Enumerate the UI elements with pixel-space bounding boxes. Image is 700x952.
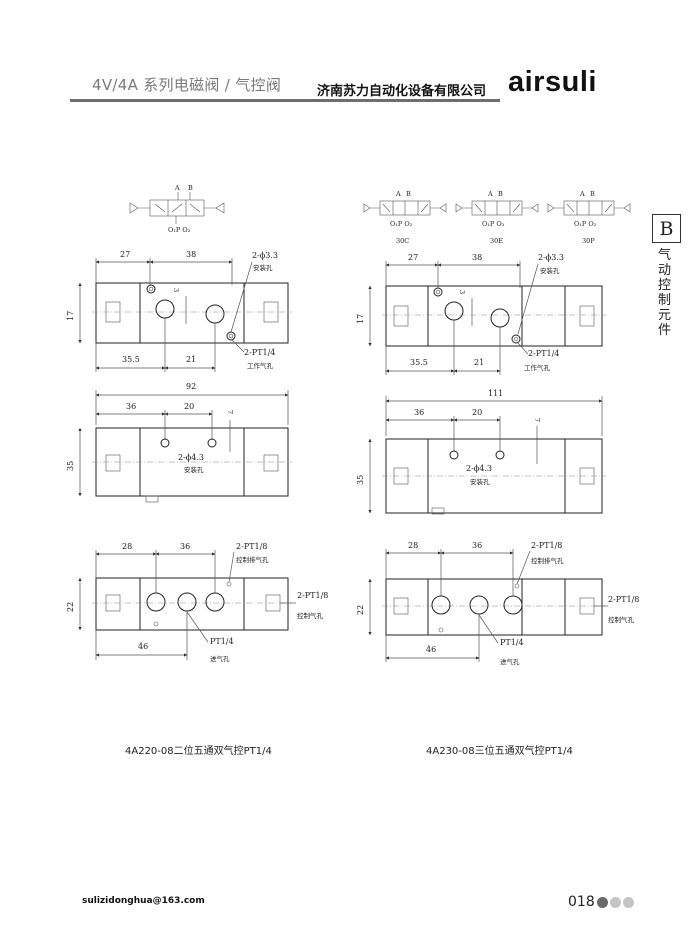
section-category: 气动控制元件	[658, 248, 672, 338]
left-work-spec: 2-PT1/4	[244, 348, 275, 357]
right-30e-exhaust: O₁P O₂	[482, 220, 505, 228]
left-symbol-exhaust: O₁P O₂	[168, 226, 191, 234]
right-top-dim-38: 38	[472, 253, 482, 262]
page-dot	[623, 897, 634, 908]
left-bottom-dim-28: 28	[122, 542, 132, 551]
right-valve-symbol-30e: A B O₁P O₂ 30E	[455, 190, 539, 245]
left-top-dim-17: 17	[66, 311, 75, 321]
left-top-dim-3: 3	[172, 288, 180, 292]
left-front-dim-92: 92	[186, 382, 196, 391]
left-control-label: 控制气孔	[297, 611, 324, 620]
right-30p-code: 30P	[582, 237, 595, 245]
right-front-dim-35: 35	[356, 475, 365, 485]
right-30c-port-a: A	[395, 190, 401, 198]
left-caption: 4A220-08二位五通双气控PT1/4	[125, 746, 272, 757]
left-mount-spec: 2-ϕ3.3	[252, 251, 278, 260]
right-30p-port-a: A	[579, 190, 585, 198]
left-mount-label: 安装孔	[253, 263, 273, 272]
header-rule	[70, 99, 500, 102]
left-bottom-dim-36: 36	[180, 542, 190, 551]
right-control-label: 控制气孔	[608, 615, 635, 624]
left-front-view: 92 36 20 7 35 2-ϕ4.3 安装孔	[66, 382, 292, 503]
right-valve-symbol-30p: A B O₁P O₂ 30P	[547, 190, 631, 245]
right-hole-label: 安装孔	[470, 477, 490, 486]
right-30c-code: 30C	[396, 237, 409, 245]
left-top-dim-21: 21	[186, 355, 196, 364]
page-dot-active	[597, 897, 608, 908]
left-symbol-port-b: B	[188, 184, 193, 192]
left-symbol-port-a: A	[174, 184, 180, 192]
right-exhaust-spec: 2-PT1/8	[531, 541, 562, 550]
right-top-view: 27 38 3 17 35.5 21 2-ϕ3.3 安装孔 2-PT1/4 工作…	[356, 253, 606, 375]
right-top-dim-35-5: 35.5	[410, 358, 428, 367]
left-valve-symbol: A B O₁P O₂	[129, 184, 225, 234]
left-exhaust-spec: 2-PT1/8	[236, 542, 267, 551]
right-30e-code: 30E	[490, 237, 503, 245]
right-top-dim-27: 27	[408, 253, 418, 262]
right-front-dim-7: 7	[533, 418, 541, 422]
right-mount-spec: 2-ϕ3.3	[538, 253, 564, 262]
right-30p-exhaust: O₁P O₂	[574, 220, 597, 228]
right-top-dim-17: 17	[356, 314, 365, 324]
right-mount-label: 安装孔	[540, 266, 560, 275]
left-hole-label: 安装孔	[184, 465, 204, 474]
right-inlet-spec: PT1/4	[500, 638, 524, 647]
left-inlet-spec: PT1/4	[210, 637, 234, 646]
left-work-label: 工作气孔	[247, 361, 274, 370]
left-hole-spec: 2-ϕ4.3	[178, 453, 204, 462]
left-bottom-view: 28 36 22 46 2-PT1/8 控制排气孔 2-PT1/8 控制气孔 P…	[66, 542, 328, 663]
page-number: 018	[568, 894, 595, 910]
right-30c-exhaust: O₁P O₂	[390, 220, 413, 228]
right-front-dim-111: 111	[488, 389, 503, 398]
right-valve-symbol-30c: A B O₁P O₂ 30C	[363, 190, 447, 245]
right-bottom-dim-22: 22	[356, 605, 365, 615]
left-exhaust-label: 控制排气孔	[236, 555, 269, 564]
right-top-dim-21: 21	[474, 358, 484, 367]
right-work-label: 工作气孔	[524, 363, 551, 372]
right-30p-port-b: B	[590, 190, 595, 198]
left-control-spec: 2-PT1/8	[297, 591, 328, 600]
left-front-dim-20: 20	[184, 402, 194, 411]
left-front-dim-7: 7	[226, 410, 234, 414]
right-exhaust-label: 控制排气孔	[531, 556, 564, 565]
left-front-dim-35: 35	[66, 461, 75, 471]
right-bottom-dim-28: 28	[408, 541, 418, 550]
right-top-dim-3: 3	[458, 290, 466, 294]
right-front-view: 111 36 20 7 35 2-ϕ4.3 安装孔	[356, 389, 606, 515]
left-bottom-dim-22: 22	[66, 602, 75, 612]
series-title: 4V/4A 系列电磁阀 / 气控阀	[92, 76, 282, 94]
left-inlet-label: 进气孔	[210, 654, 230, 663]
brand-logo: airsuli	[508, 66, 597, 98]
right-hole-spec: 2-ϕ4.3	[466, 464, 492, 473]
right-front-dim-36: 36	[414, 408, 424, 417]
left-bottom-dim-46: 46	[138, 642, 148, 651]
left-top-dim-35-5: 35.5	[122, 355, 140, 364]
right-30e-port-b: B	[498, 190, 503, 198]
contact-email: sulizidonghua@163.com	[82, 896, 205, 906]
right-inlet-label: 进气孔	[500, 657, 520, 666]
right-control-spec: 2-PT1/8	[608, 595, 639, 604]
section-tab: B	[652, 214, 681, 243]
left-top-view: 27 38 3 17 35.5 21 2-ϕ3.3 安装孔 2-PT1/4 工作…	[66, 250, 292, 372]
right-30c-port-b: B	[406, 190, 411, 198]
left-top-dim-38: 38	[186, 250, 196, 259]
right-bottom-dim-36: 36	[472, 541, 482, 550]
page-dot	[610, 897, 621, 908]
right-bottom-dim-46: 46	[426, 645, 436, 654]
company-name: 济南苏力自动化设备有限公司	[317, 84, 487, 99]
right-caption: 4A230-08三位五通双气控PT1/4	[426, 746, 573, 757]
left-front-dim-36: 36	[126, 402, 136, 411]
right-work-spec: 2-PT1/4	[528, 349, 559, 358]
left-top-dim-27: 27	[120, 250, 130, 259]
right-bottom-view: 28 36 22 46 2-PT1/8 控制排气孔 2-PT1/8 控制气孔 P…	[356, 541, 639, 666]
right-front-dim-20: 20	[472, 408, 482, 417]
right-30e-port-a: A	[487, 190, 493, 198]
